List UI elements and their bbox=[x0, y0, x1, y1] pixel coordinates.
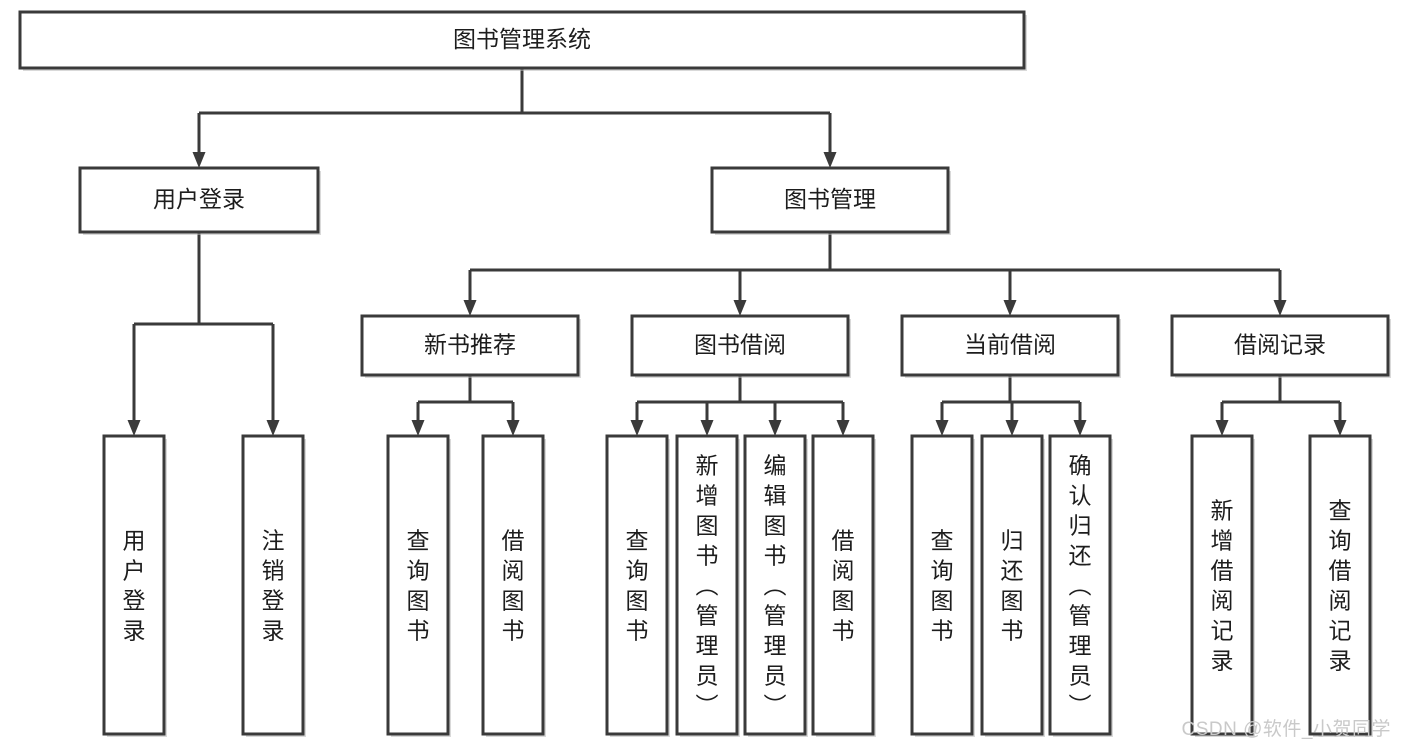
node-label: 查询借阅记录 bbox=[1329, 497, 1352, 673]
edge-group bbox=[192, 68, 837, 168]
node-n-record[interactable]: 借阅记录 bbox=[1170, 314, 1391, 378]
arrow-head-icon bbox=[463, 300, 477, 316]
arrow-head-icon bbox=[506, 420, 520, 436]
node-label: 查询图书 bbox=[407, 527, 430, 643]
edge-group bbox=[935, 375, 1087, 436]
node-box[interactable] bbox=[386, 434, 450, 736]
arrow-head-icon bbox=[935, 420, 949, 436]
arrow-head-icon bbox=[266, 420, 280, 436]
node-label: 用户登录 bbox=[123, 527, 146, 643]
node-label: 当前借阅 bbox=[964, 332, 1056, 358]
node-l-confirm-return[interactable]: 确认归还︵管理员︶ bbox=[1048, 434, 1113, 737]
arrow-head-icon bbox=[1073, 420, 1087, 436]
node-box[interactable] bbox=[78, 166, 320, 234]
arrow-head-icon bbox=[1005, 420, 1019, 436]
node-box[interactable] bbox=[102, 434, 166, 736]
node-l-logout[interactable]: 注销登录 bbox=[241, 434, 306, 737]
node-box[interactable] bbox=[675, 434, 739, 736]
node-l-add-book[interactable]: 新增图书︵管理员︶ bbox=[675, 434, 740, 737]
node-box[interactable] bbox=[910, 434, 974, 736]
node-l-add-record[interactable]: 新增借阅记录 bbox=[1190, 434, 1255, 737]
node-root[interactable]: 图书管理系统 bbox=[18, 10, 1027, 71]
node-box[interactable] bbox=[630, 314, 850, 377]
arrow-head-icon bbox=[836, 420, 850, 436]
node-box[interactable] bbox=[18, 10, 1026, 70]
node-l-query-book-3[interactable]: 查询图书 bbox=[910, 434, 975, 737]
node-l-query-record[interactable]: 查询借阅记录 bbox=[1308, 434, 1373, 737]
node-l-user-login[interactable]: 用户登录 bbox=[102, 434, 167, 737]
node-label: 确认归还︵管理员︶ bbox=[1069, 452, 1092, 718]
arrow-head-icon bbox=[1003, 300, 1017, 316]
node-label: 借阅图书 bbox=[832, 527, 855, 643]
edge-group bbox=[411, 375, 520, 436]
node-l-query-book-2[interactable]: 查询图书 bbox=[605, 434, 670, 737]
node-label: 注销登录 bbox=[262, 527, 285, 643]
node-l-query-book-1[interactable]: 查询图书 bbox=[386, 434, 451, 737]
arrow-head-icon bbox=[700, 420, 714, 436]
node-label: 图书管理系统 bbox=[453, 26, 591, 52]
node-box[interactable] bbox=[1170, 314, 1390, 377]
node-label: 新书推荐 bbox=[424, 332, 516, 358]
node-label: 查询图书 bbox=[931, 527, 954, 643]
nodes-layer: 图书管理系统用户登录图书管理新书推荐图书借阅当前借阅借阅记录用户登录注销登录查询… bbox=[18, 10, 1391, 737]
arrow-head-icon bbox=[733, 300, 747, 316]
arrow-head-icon bbox=[823, 152, 837, 168]
node-box[interactable] bbox=[1308, 434, 1372, 736]
node-box[interactable] bbox=[481, 434, 545, 736]
node-n-new-book[interactable]: 新书推荐 bbox=[360, 314, 581, 378]
node-box[interactable] bbox=[241, 434, 305, 736]
node-n-borrow[interactable]: 图书借阅 bbox=[630, 314, 851, 378]
arrow-head-icon bbox=[1333, 420, 1347, 436]
node-label: 新增借阅记录 bbox=[1211, 497, 1234, 673]
arrow-head-icon bbox=[411, 420, 425, 436]
csdn-watermark: CSDN @软件_小贺同学 bbox=[1181, 719, 1391, 740]
node-box[interactable] bbox=[1190, 434, 1254, 736]
node-label: 借阅图书 bbox=[502, 527, 525, 643]
node-label: 编辑图书︵管理员︶ bbox=[764, 452, 787, 718]
edge-group bbox=[630, 375, 850, 436]
node-n-user-login[interactable]: 用户登录 bbox=[78, 166, 321, 235]
node-box[interactable] bbox=[743, 434, 807, 736]
node-label: 借阅记录 bbox=[1234, 332, 1326, 358]
node-box[interactable] bbox=[811, 434, 875, 736]
node-box[interactable] bbox=[605, 434, 669, 736]
node-l-edit-book[interactable]: 编辑图书︵管理员︶ bbox=[743, 434, 808, 737]
node-label: 用户登录 bbox=[153, 186, 245, 212]
node-l-borrow-book-1[interactable]: 借阅图书 bbox=[481, 434, 546, 737]
node-n-book-mgmt[interactable]: 图书管理 bbox=[710, 166, 951, 235]
arrow-head-icon bbox=[127, 420, 141, 436]
node-box[interactable] bbox=[900, 314, 1120, 377]
node-box[interactable] bbox=[710, 166, 950, 234]
edge-group bbox=[127, 232, 280, 436]
node-n-current[interactable]: 当前借阅 bbox=[900, 314, 1121, 378]
node-label: 归还图书 bbox=[1001, 527, 1024, 643]
arrow-head-icon bbox=[630, 420, 644, 436]
arrow-head-icon bbox=[1215, 420, 1229, 436]
node-box[interactable] bbox=[1048, 434, 1112, 736]
node-label: 图书管理 bbox=[784, 186, 876, 212]
arrow-head-icon bbox=[192, 152, 206, 168]
edges-layer bbox=[127, 68, 1347, 436]
node-l-return-book[interactable]: 归还图书 bbox=[980, 434, 1045, 737]
arrow-head-icon bbox=[1273, 300, 1287, 316]
arrow-head-icon bbox=[768, 420, 782, 436]
node-l-borrow-book-2[interactable]: 借阅图书 bbox=[811, 434, 876, 737]
edge-group bbox=[1215, 375, 1347, 436]
node-label: 图书借阅 bbox=[694, 332, 786, 358]
edge-group bbox=[463, 232, 1287, 316]
node-label: 查询图书 bbox=[626, 527, 649, 643]
node-label: 新增图书︵管理员︶ bbox=[696, 452, 719, 718]
node-box[interactable] bbox=[360, 314, 580, 377]
node-box[interactable] bbox=[980, 434, 1044, 736]
